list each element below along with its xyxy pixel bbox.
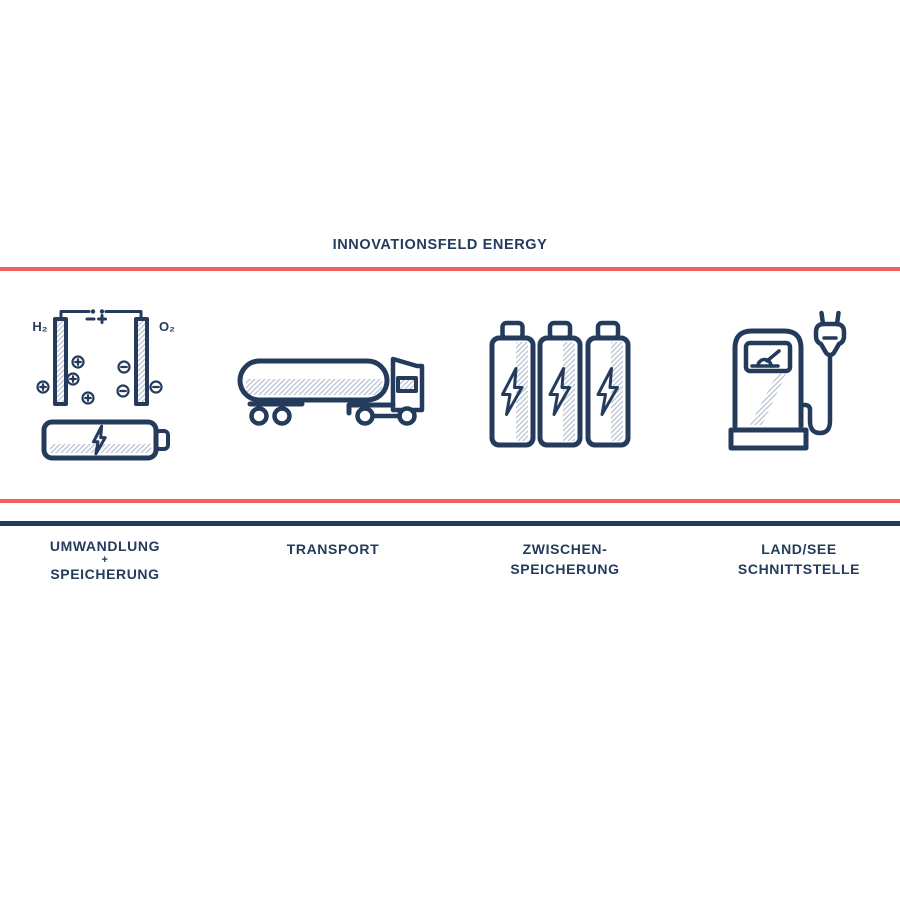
bottom-navy-divider — [0, 521, 900, 526]
label-line: SCHNITTSTELLE — [737, 561, 861, 577]
section-label-zwischenspeicherung: ZWISCHEN- SPEICHERUNG — [465, 539, 665, 579]
label-line: SPEICHERUNG — [50, 566, 160, 582]
electrolysis-battery-icon: H₂ O₂ — [32, 309, 175, 461]
label-line: LAND/SEE — [761, 541, 837, 557]
charging-station-icon — [728, 310, 847, 451]
label-line: TRANSPORT — [286, 541, 380, 557]
oxygen-label: O₂ — [159, 319, 175, 334]
page-title: INNOVATIONSFELD ENERGY — [332, 237, 548, 253]
label-line: SPEICHERUNG — [510, 561, 620, 577]
hydrogen-label: H₂ — [32, 319, 47, 334]
label-line: ZWISCHEN- — [522, 541, 608, 557]
batteries-icon — [489, 320, 631, 448]
section-label-transport: TRANSPORT — [233, 539, 433, 559]
bottom-red-divider — [0, 499, 900, 503]
section-label-umwandlung-speicherung: UMWANDLUNG + SPEICHERUNG — [5, 539, 205, 582]
label-line: UMWANDLUNG — [49, 538, 161, 554]
label-line-plus: + — [101, 554, 109, 566]
tanker-truck-icon — [237, 356, 425, 426]
top-red-divider — [0, 267, 900, 271]
section-label-land-see-schnittstelle: LAND/SEE SCHNITTSTELLE — [699, 539, 899, 579]
